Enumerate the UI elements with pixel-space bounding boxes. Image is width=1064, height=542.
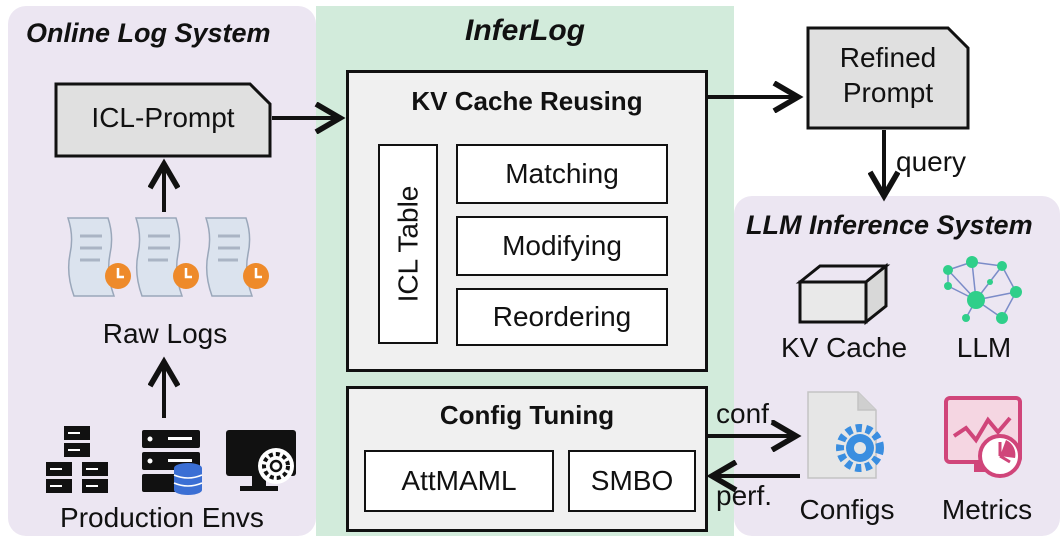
- llm-network-icon: [943, 256, 1022, 324]
- configs-label: Configs: [799, 494, 895, 525]
- llm-label: LLM: [956, 332, 1012, 363]
- metrics-monitor-icon: [944, 396, 1022, 478]
- config-tuning-title: Config Tuning: [439, 400, 615, 430]
- server-cluster-icon: [46, 426, 108, 493]
- icl-prompt-box: [54, 82, 272, 158]
- raw-logs-label: Raw Logs: [102, 318, 228, 349]
- kv-cache-label: KV Cache: [780, 332, 908, 363]
- icl-prompt-label: ICL-Prompt: [91, 102, 235, 133]
- metrics-label: Metrics: [941, 494, 1033, 525]
- modifying-step: Modifying: [456, 216, 668, 276]
- online-log-system-title: Online Log System: [26, 18, 271, 48]
- production-envs-label: Production Envs: [60, 502, 264, 533]
- smbo-method: SMBO: [568, 450, 696, 512]
- attmaml-method: AttMAML: [364, 450, 554, 512]
- configs-file-gear-icon: [807, 391, 884, 479]
- kv-cache-block-icon: [795, 262, 891, 326]
- kv-cache-reusing-title: KV Cache Reusing: [411, 86, 643, 116]
- query-label: query: [896, 146, 967, 177]
- conf-label: conf.: [716, 398, 777, 429]
- log-document-icon: [204, 217, 269, 297]
- icl-table: ICL Table: [378, 144, 438, 344]
- refined-prompt-box: [806, 26, 970, 130]
- matching-step: Matching: [456, 144, 668, 204]
- log-document-icon: [66, 217, 131, 297]
- reordering-step: Reordering: [456, 288, 668, 346]
- refined-prompt-label: Refined Prompt: [839, 42, 937, 108]
- log-document-icon: [134, 217, 199, 297]
- server-database-icon: [142, 430, 203, 495]
- monitor-settings-icon: [226, 430, 296, 491]
- llm-inference-system-panel: [734, 196, 1060, 536]
- llm-inference-system-title: LLM Inference System: [746, 210, 1033, 240]
- inferlog-title: InferLog: [465, 14, 585, 47]
